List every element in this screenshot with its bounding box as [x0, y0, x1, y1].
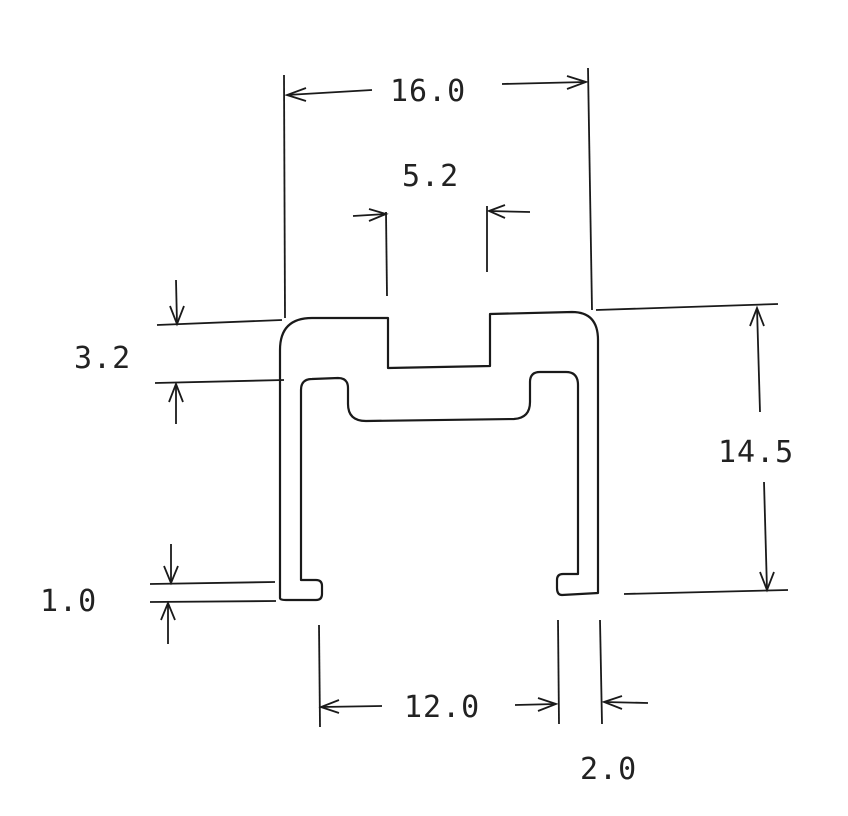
- ext-line-left-120: [318, 624, 321, 728]
- arrow-32-down: [169, 305, 185, 327]
- dim-line-16-right: [501, 81, 587, 85]
- label-lip-thickness: 1.0: [40, 584, 97, 619]
- arrow-120-left: [318, 699, 340, 714]
- label-lip-width: 2.0: [580, 752, 637, 787]
- arrow-20-left: [601, 695, 623, 710]
- arrow-52-left: [368, 208, 389, 222]
- arrow-16-left: [284, 87, 307, 102]
- dim-line-120-right: [514, 703, 557, 706]
- dim-overall-height: 14.5: [595, 303, 794, 595]
- dim-lip-thickness: 1.0: [40, 544, 277, 644]
- profile-outer-contour: [278, 310, 600, 602]
- dim-line-52-right: [488, 210, 531, 213]
- dim-overall-width: 16.0: [283, 67, 593, 319]
- dim-line-145-upper: [756, 307, 761, 413]
- dim-line-120-left: [320, 705, 383, 708]
- ext-line-right-20: [599, 619, 603, 725]
- dim-top-thickness: 3.2: [74, 279, 285, 424]
- label-top-thickness: 3.2: [74, 341, 131, 376]
- ext-line-top-145: [595, 303, 779, 311]
- ext-line-bottom-32: [154, 379, 285, 384]
- arrow-145-up: [749, 305, 765, 327]
- ext-line-right-16: [587, 67, 593, 311]
- arrow-10-down: [163, 565, 179, 586]
- ext-line-right-120: [557, 619, 560, 725]
- arrow-32-up: [168, 381, 184, 403]
- dim-lip-width: 2.0: [580, 619, 649, 787]
- label-overall-width: 16.0: [390, 74, 466, 109]
- dim-opening-width: 12.0: [318, 619, 560, 728]
- ext-line-left-16: [283, 74, 286, 319]
- arrow-120-right: [537, 697, 559, 712]
- label-overall-height: 14.5: [718, 435, 794, 470]
- channel-profile: [278, 310, 600, 602]
- ext-line-left-52: [385, 211, 388, 297]
- dim-line-20: [603, 701, 649, 704]
- dim-slot-width: 5.2: [352, 159, 531, 297]
- arrow-52-right: [486, 204, 506, 219]
- ext-line-bottom-10: [149, 600, 277, 603]
- dim-line-145-lower: [763, 481, 768, 591]
- arrow-10-up: [160, 600, 176, 621]
- ext-line-bottom-145: [623, 589, 789, 595]
- arrow-16-right: [566, 75, 589, 90]
- label-slot-width: 5.2: [402, 159, 459, 194]
- label-opening-width: 12.0: [404, 690, 480, 725]
- arrow-145-down: [759, 571, 775, 593]
- dim-line-16-left: [286, 89, 373, 96]
- ext-line-top-10: [149, 581, 276, 585]
- dim-line-32-upper: [175, 279, 178, 325]
- dim-line-52-left: [352, 213, 387, 217]
